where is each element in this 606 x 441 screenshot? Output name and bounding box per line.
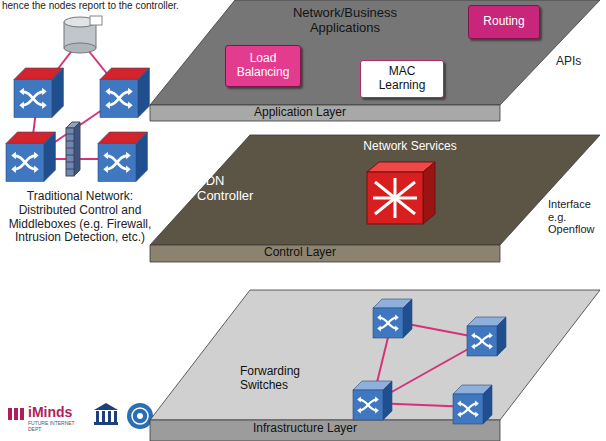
box-label: Load Balancing: [232, 52, 294, 80]
switch-icon: [100, 68, 149, 117]
layer-band: Forwarding SwitchesInfrastructure Layer: [135, 285, 606, 441]
application-box: Routing: [468, 5, 540, 39]
switch-icon: [453, 385, 492, 424]
layer-text: SDN Controller: [197, 174, 277, 204]
switch-icon: [353, 381, 392, 420]
database-icon: [64, 16, 102, 53]
application-box: Load Balancing: [225, 45, 301, 87]
logo-text: iMinds: [28, 404, 88, 420]
switch-icon: [467, 317, 506, 356]
logo-subtext: FUTURE INTERNET DEPT.: [28, 421, 90, 433]
note-text: hence the nodes report to the controller…: [2, 0, 242, 12]
api-label: APIs: [556, 55, 602, 69]
layer-band: Network ServicesSDN ControllerControl La…: [135, 130, 606, 263]
firewall-icon: [66, 122, 80, 176]
switch-icon: [14, 68, 63, 117]
layer-title: Infrastructure Layer: [220, 422, 390, 436]
layer-text: Network/Business Applications: [285, 6, 405, 36]
switch-icon: [98, 132, 147, 181]
layer-title: Control Layer: [220, 246, 380, 260]
interface-label: Interface e.g. Openflow: [548, 198, 604, 236]
layer-band: Network/Business ApplicationsApplication…: [135, 0, 606, 122]
layer-shape: [135, 285, 606, 441]
layer-title: Application Layer: [220, 106, 380, 120]
traditional-network-caption: Traditional Network: Distributed Control…: [4, 190, 156, 245]
switch-icon: [373, 299, 412, 338]
layer-text: Forwarding Switches: [240, 365, 322, 393]
box-label: MAC Learning: [367, 65, 437, 93]
box-label: Routing: [483, 15, 524, 29]
controller-icon: [367, 162, 435, 224]
switch-icon: [6, 132, 55, 181]
application-box: MAC Learning: [360, 60, 444, 98]
layer-text: Network Services: [350, 140, 470, 154]
